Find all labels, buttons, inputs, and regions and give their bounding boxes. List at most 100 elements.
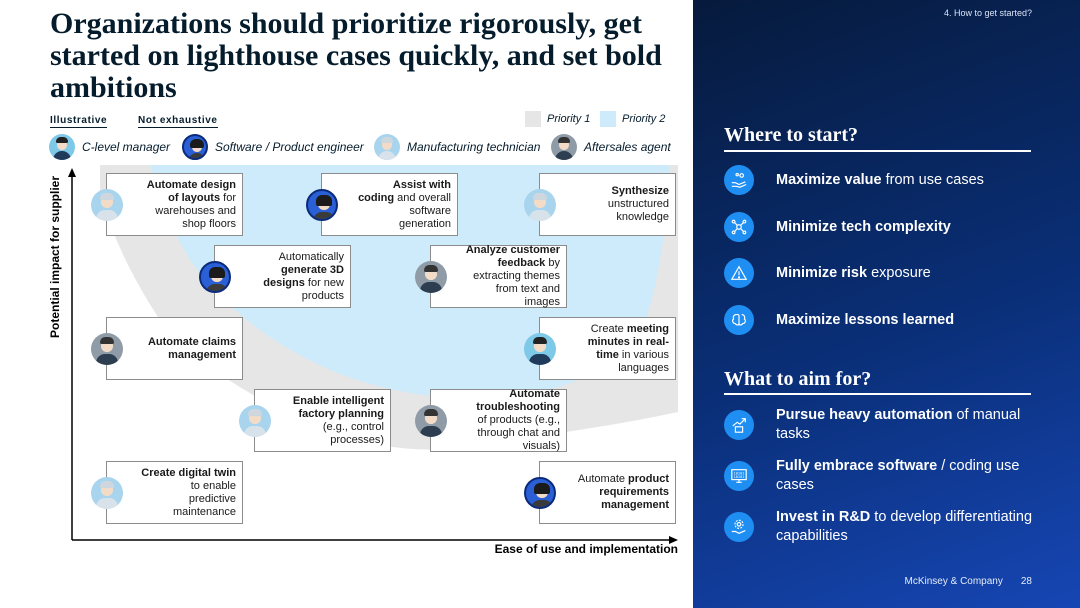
- where-item-tech: Minimize tech complexity: [724, 212, 1044, 242]
- where-item-lessons: Maximize lessons learned: [724, 305, 1044, 335]
- card-bold: generate 3D designs: [263, 263, 344, 289]
- hand-value-icon: [724, 165, 754, 195]
- item-text: of manual tasks: [776, 407, 1021, 442]
- aim-divider: [724, 393, 1031, 395]
- card-bold: Analyze customer feedback: [465, 244, 560, 269]
- page-title: Organizations should prioritize rigorous…: [50, 7, 662, 104]
- card-text: for new products: [301, 276, 344, 302]
- illustrative-tag: Illustrative: [50, 115, 108, 128]
- warning-icon: [724, 258, 754, 288]
- item-bold: Minimize tech complexity: [776, 218, 951, 235]
- card-bold: Automate troubleshooting: [476, 388, 560, 413]
- persona-label: Aftersales agent: [584, 140, 671, 154]
- item-bold: Pursue heavy automation: [776, 407, 953, 423]
- item-bold: Invest in R&D: [776, 509, 871, 525]
- svg-text:10101: 10101: [734, 475, 745, 479]
- priority1-label: Priority 1: [547, 113, 591, 125]
- card-bold: meeting minutes in real-time: [587, 322, 669, 361]
- card-bold: Create digital twin: [141, 466, 236, 479]
- card-assist-with-coding: Assist with coding and overall software …: [306, 173, 458, 236]
- card-automate-troubleshooting: Automate troubleshooting of products (e.…: [415, 388, 567, 452]
- item-text: from use cases: [881, 171, 984, 188]
- card-bold: Enable intelligent factory planning: [292, 394, 384, 420]
- aim-item-rnd: Invest in R&D to develop differentiating…: [724, 508, 1044, 546]
- card-digital-twin: Create digital twin to enable predictive…: [91, 461, 243, 524]
- where-item-risk: Minimize risk exposure: [724, 258, 1044, 288]
- company-name: McKinsey & Company: [904, 576, 1003, 587]
- technician-avatar-icon: [239, 404, 271, 437]
- c-level-avatar-icon: [524, 332, 556, 365]
- persona-legend: C-level manager Software / Product engin…: [0, 133, 690, 161]
- gear-hand-icon: [724, 512, 754, 542]
- card-factory-planning: Enable intelligent factory planning (e.g…: [239, 389, 391, 452]
- persona-aftersales-agent: Aftersales agent: [551, 133, 671, 161]
- item-text: exposure: [867, 264, 931, 281]
- item-bold: Maximize value: [776, 171, 882, 188]
- y-axis-label: Potential impact for supplier: [48, 175, 62, 339]
- technician-avatar-icon: [91, 188, 123, 221]
- page-number: 28: [1020, 576, 1032, 587]
- priority2-swatch: [600, 111, 616, 127]
- network-icon: [724, 212, 754, 242]
- technician-avatar-icon: [374, 134, 400, 160]
- growth-chart-icon: [724, 410, 754, 440]
- card-bold: Synthesize: [611, 185, 669, 197]
- where-item-value: Maximize value from use cases: [724, 165, 1044, 195]
- y-axis-arrow: [68, 168, 76, 177]
- card-generate-3d-designs: Automatically generate 3D designs for ne…: [199, 245, 351, 308]
- x-axis-label: Ease of use and implementation: [494, 542, 678, 556]
- engineer-avatar-icon: [182, 134, 208, 160]
- card-meeting-minutes: Create meeting minutes in real-time in v…: [524, 317, 676, 380]
- card-text: (e.g., control processes): [322, 420, 384, 446]
- card-text: unstructured knowledge: [607, 198, 669, 223]
- engineer-avatar-icon: [524, 476, 556, 509]
- card-text: to enable predictive maintenance: [173, 479, 236, 518]
- card-text: Create: [590, 322, 627, 335]
- item-text: to develop differentiating capabilities: [776, 509, 1033, 544]
- persona-software-engineer: Software / Product engineer: [182, 133, 364, 161]
- card-automate-claims: Automate claims management: [91, 317, 243, 380]
- card-bold: Assist with coding: [358, 178, 451, 204]
- card-text: and overall software generation: [394, 191, 451, 230]
- item-bold: Fully embrace software: [776, 458, 938, 474]
- card-text: of products (e.g., through chat and visu…: [477, 414, 560, 452]
- svg-text:10101: 10101: [734, 471, 745, 475]
- where-to-start-title: Where to start?: [724, 124, 859, 146]
- c-level-avatar-icon: [49, 134, 75, 160]
- engineer-avatar-icon: [306, 188, 338, 221]
- aftersales-avatar-icon: [415, 260, 447, 293]
- card-automate-design-layouts: Automate design of layouts for warehouse…: [91, 173, 243, 236]
- card-product-requirements: Automate product requirements management: [524, 461, 676, 524]
- technician-avatar-icon: [91, 476, 123, 509]
- persona-c-level: C-level manager: [49, 133, 170, 161]
- technician-avatar-icon: [524, 188, 556, 221]
- footer: McKinsey & Company 28: [693, 576, 1033, 587]
- card-bold: Automate design of layouts: [146, 178, 236, 204]
- sidebar-panel: 4. How to get started? Where to start? M…: [693, 0, 1080, 608]
- aftersales-avatar-icon: [415, 404, 447, 437]
- item-bold: Minimize risk: [776, 264, 868, 281]
- persona-label: Software / Product engineer: [215, 140, 364, 154]
- item-bold: Maximize lessons learned: [776, 311, 955, 328]
- card-analyze-customer-feedback: Analyze customer feedback by extracting …: [415, 244, 567, 308]
- card-text: Automate: [577, 473, 629, 485]
- aim-item-automation: Pursue heavy automation of manual tasks: [724, 406, 1044, 444]
- aftersales-avatar-icon: [551, 134, 577, 160]
- persona-label: C-level manager: [82, 140, 171, 154]
- card-text: by extracting themes from text and image…: [473, 257, 560, 308]
- card-text: in various languages: [618, 348, 669, 374]
- what-to-aim-title: What to aim for?: [724, 368, 872, 390]
- not-exhaustive-tag: Not exhaustive: [138, 115, 218, 128]
- card-synthesize-knowledge: Synthesize unstructured knowledge: [524, 173, 676, 236]
- card-bold: Automate claims management: [147, 335, 236, 361]
- breadcrumb: 4. How to get started?: [943, 8, 1032, 18]
- persona-label: Manufacturing technician: [407, 140, 541, 154]
- persona-manufacturing-technician: Manufacturing technician: [374, 133, 540, 161]
- item-text: / coding use cases: [776, 458, 1020, 493]
- brain-icon: [724, 305, 754, 335]
- engineer-avatar-icon: [199, 260, 231, 293]
- card-text: for warehouses and shop floors: [155, 191, 236, 230]
- priority1-swatch: [525, 111, 541, 127]
